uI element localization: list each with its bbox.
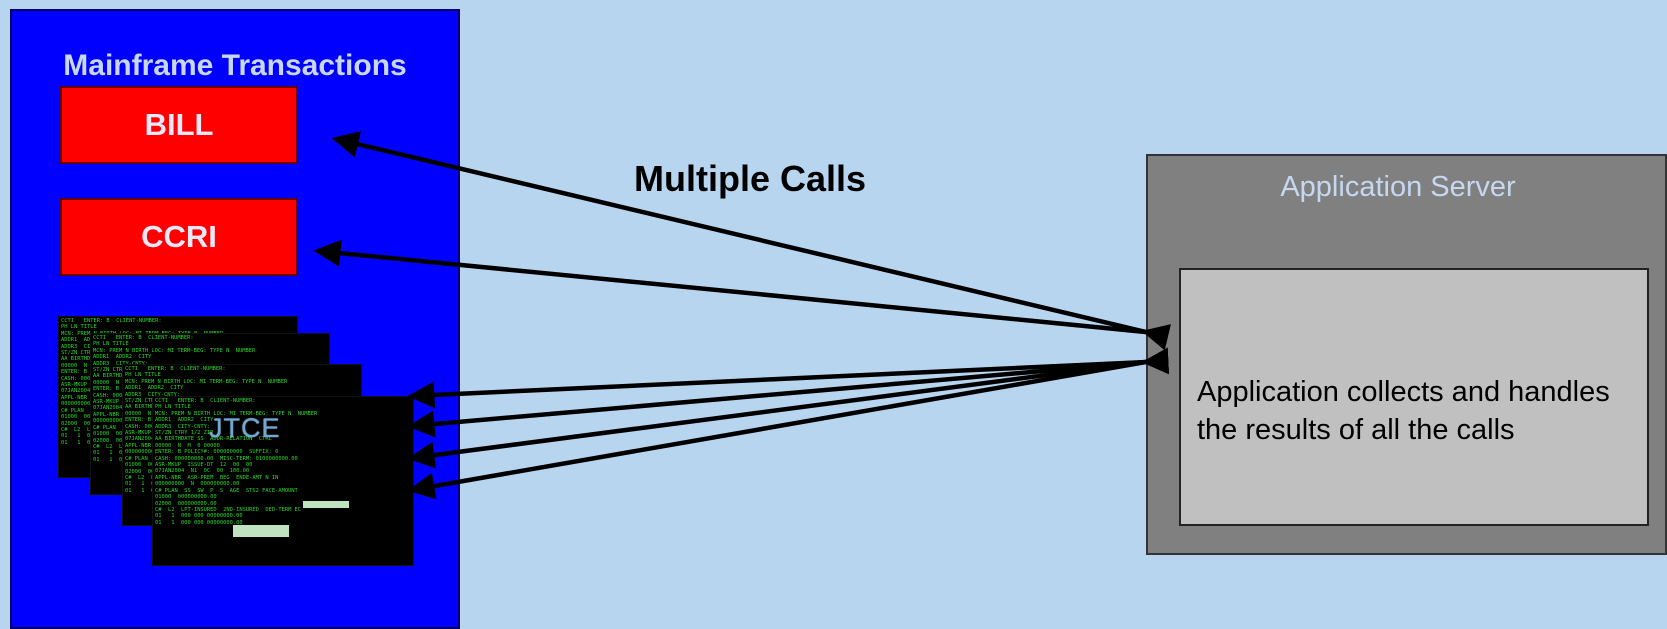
terminal-line: 01000 000000000.00 [155,494,217,501]
terminal-line: ASR-MKUP ISSUE-DT 12 00 00 [155,462,253,469]
terminal-line: ENTER: B POLICY#: 000000000 SUFFIX: 0 [155,449,279,456]
arrow-to-jtce-2 [407,359,1147,438]
arrow-to-ccri [313,239,1147,335]
terminal-line: ADDR1 ADDR2 CITY [93,354,152,361]
arrow-to-jtce-1 [407,347,1170,409]
terminal-line: ADDR3 CITY-CNTY: [93,360,149,367]
terminal-line: MCN: PREM N BIRTH LOC: MI TERM-BEG: TYPE… [155,410,318,417]
terminal-line: PH LN TITLE [125,372,161,379]
call-arrows [313,131,1172,500]
terminal-line: CCTI ENTER: B CLIENT-NUMBER: [61,318,162,324]
terminal-line: PH LN TITLE [61,324,97,331]
transaction-ccri: CCRI [60,198,298,276]
terminal-line: ADDR3 CITY-CNTY: [125,391,181,398]
terminal-line: 01 1 000 000 00000000.00 [155,519,243,526]
transaction-bill: BILL [60,86,298,164]
application-description: Application collects and handles the res… [1197,376,1610,446]
application-server-panel: Application Server Application collects … [1146,154,1667,555]
terminal-line: MCN: PREM N BIRTH LOC: MI TERM-BEG: TYPE… [125,378,288,385]
mainframe-panel: Mainframe Transactions BILL CCRI CCTI EN… [10,9,460,629]
terminal-line: 02000 000000000.00 [155,500,217,507]
arrow-to-bill [331,131,1172,351]
terminal-line: PH LN TITLE [93,341,129,348]
terminal-line: C# PLAN SS SW P S AGE STS2 FACE-AMOUNT [155,487,298,494]
mainframe-title: Mainframe Transactions [63,49,407,82]
terminal-line: CCTI ENTER: B CLIENT-NUMBER: [93,335,194,341]
terminal-line: AA BIRTHDATE SS ADDR-RELATION CTRL [155,436,272,443]
terminal-line: 00000 N M 0 00000 [155,442,220,449]
arrow-to-jtce-3 [407,359,1147,469]
terminal-line: 01 1 000 000 00000000.00 [155,513,243,520]
terminal-line: CCTI ENTER: B CLIENT-NUMBER: [125,366,226,372]
terminal-line: ST/ZN CTRY 1/2 ZIP [155,430,214,437]
terminal-line: 000000000 N 000000000.00 [155,481,240,488]
terminal-line: C# L2 LPT-INSURED 2ND-INSURED DED-TERM E… [155,506,302,513]
terminal-line: CASH: 000000000.00 MISC-TERM: 0100000000… [155,455,298,462]
application-server-title: Application Server [1280,171,1516,203]
terminal-line: ADDR1 ADDR2 CITY [125,385,184,392]
terminal-line: CCTI ENTER: B CLIENT-NUMBER: [155,398,256,404]
terminal-line: ADDR3 CITY-CNTY: [155,423,211,430]
terminal-line: PH LN TITLE [155,404,191,411]
application-results-box: Application collects and handles the res… [1179,268,1649,526]
arrow-to-jtce-4 [407,359,1147,500]
terminal-line: 07JAN2004 N1 0C 00 100.00 [155,468,250,475]
terminal-line: APPL-NBR ASR-PREM BEG ENDE-AMT N IN [155,474,279,481]
terminal-line: MCN: PREM N BIRTH LOC: MI TERM-BEG: TYPE… [93,347,256,354]
terminal-line: ADDR1 ADDR2 CITY [155,417,214,424]
